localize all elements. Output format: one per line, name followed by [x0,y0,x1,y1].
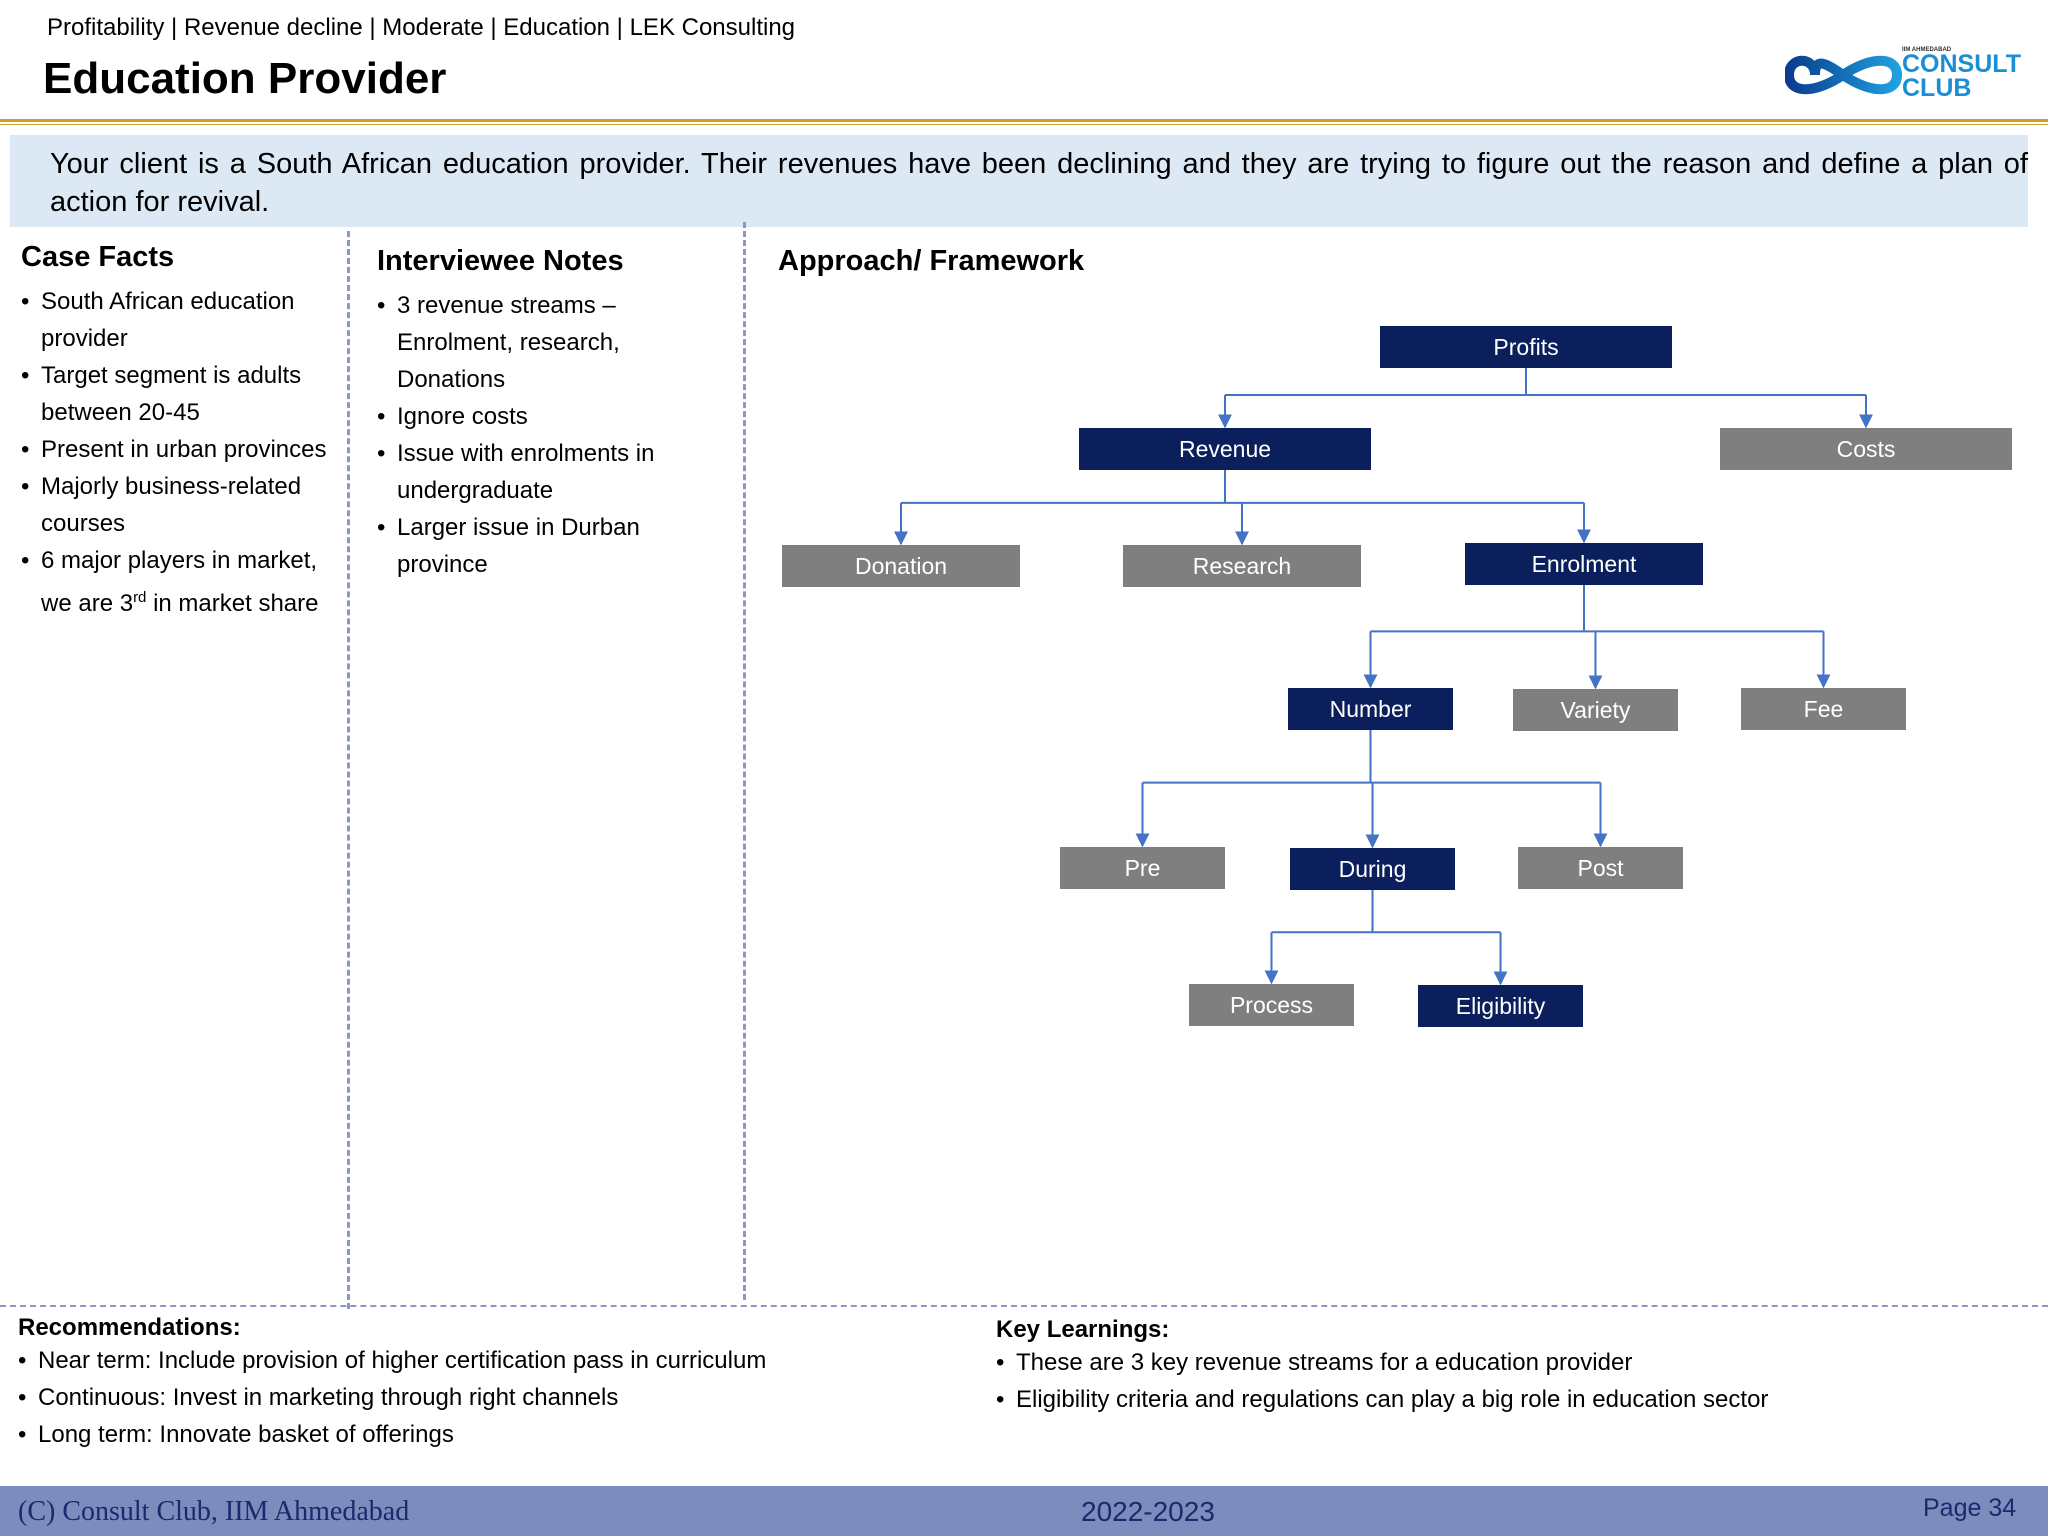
framework-node-post: Post [1518,847,1683,889]
list-item: Ignore costs [377,398,707,435]
interviewee-notes-heading: Interviewee Notes [377,245,624,277]
footer-bar [0,1486,2048,1536]
framework-node-box [1418,985,1583,1027]
framework-node-box [1518,847,1683,889]
framework-node-research: Research [1123,545,1361,587]
framework-node-label: Eligibility [1456,993,1546,1019]
case-tagline: Profitability | Revenue decline | Modera… [47,14,796,41]
framework-node-process: Process [1189,984,1354,1026]
framework-node-enrolment: Enrolment [1465,543,1703,585]
header-divider [0,119,2048,122]
framework-node-box [1513,689,1678,731]
framework-node-label: Revenue [1179,436,1271,462]
case-facts-list: South African education provider Target … [21,283,341,622]
section-divider [0,1305,2048,1307]
case-facts-heading: Case Facts [21,241,175,273]
framework-node-box [1123,545,1361,587]
ordinal-suffix: rd [133,589,147,606]
case-brief-box [10,135,2028,227]
framework-node-box [1465,543,1703,585]
page-number: Page 34 [1923,1494,2017,1522]
list-item: 3 revenue streams – Enrolment, research,… [377,287,707,398]
framework-node-box [1288,688,1453,730]
key-learnings-list: These are 3 key revenue streams for a ed… [996,1344,2036,1418]
list-item: Eligibility criteria and regulations can… [996,1381,2036,1418]
list-item: Present in urban provinces [21,431,341,468]
framework-node-box [1380,326,1672,368]
list-item-text-end: in market share [146,590,319,617]
framework-node-box [1060,847,1225,889]
logo-line2: CLUB [1902,74,1972,102]
list-item: These are 3 key revenue streams for a ed… [996,1344,2036,1381]
framework-node-donation: Donation [782,545,1020,587]
footer-year: 2022-2023 [1081,1496,1215,1527]
framework-node-costs: Costs [1720,428,2012,470]
footer-copyright: (C) Consult Club, IIM Ahmedabad [18,1496,410,1527]
framework-node-eligibility: Eligibility [1418,985,1583,1027]
framework-node-label: Post [1577,855,1624,881]
framework-node-label: Costs [1837,436,1896,462]
framework-node-label: Profits [1493,334,1558,360]
recommendations-heading: Recommendations: [18,1314,241,1341]
key-learnings-heading: Key Learnings: [996,1316,1170,1343]
list-item: South African education provider [21,283,341,357]
list-item: Long term: Innovate basket of offerings [18,1416,978,1453]
framework-node-label: Research [1193,553,1291,579]
framework-node-label: Variety [1561,697,1631,723]
framework-node-label: Enrolment [1532,551,1637,577]
logo-line1: CONSULT [1902,50,2021,78]
framework-node-label: Pre [1125,855,1161,881]
framework-node-label: Fee [1804,696,1844,722]
logo-text: CONSULT CLUB [1902,50,2021,102]
logo-small-text: IIM AHMEDABAD [1902,47,1952,53]
page-title: Education Provider [43,54,447,103]
case-brief-text: Your client is a South African education… [50,148,2028,218]
list-item: Target segment is adults between 20-45 [21,357,341,431]
framework-node-box [782,545,1020,587]
framework-node-label: Process [1230,992,1313,1018]
framework-node-label: During [1339,856,1407,882]
framework-node-label: Number [1330,696,1412,722]
framework-node-label: Donation [855,553,947,579]
framework-node-profits: Profits [1380,326,1672,368]
framework-node-pre: Pre [1060,847,1225,889]
list-item: Issue with enrolments in undergraduate [377,435,707,509]
column-divider-1 [347,231,350,1309]
framework-node-box [1720,428,2012,470]
framework-node-box [1290,848,1455,890]
recommendations-list: Near term: Include provision of higher c… [18,1342,978,1453]
framework-node-during: During [1290,848,1455,890]
list-item: Majorly business-related courses [21,468,341,542]
list-item: Larger issue in Durban province [377,509,707,583]
framework-node-number: Number [1288,688,1453,730]
framework-node-box [1741,688,1906,730]
list-item: Continuous: Invest in marketing through … [18,1379,978,1416]
framework-node-revenue: Revenue [1079,428,1371,470]
framework-heading: Approach/ Framework [778,245,1085,277]
column-divider-2 [743,222,746,1300]
framework-node-fee: Fee [1741,688,1906,730]
list-item: Near term: Include provision of higher c… [18,1342,978,1379]
interviewee-notes-list: 3 revenue streams – Enrolment, research,… [377,287,707,583]
header-divider-thin [0,124,2048,125]
framework-node-box [1189,984,1354,1026]
framework-node-variety: Variety [1513,689,1678,731]
list-item-text: 6 major players in market, we are 3 [41,547,318,617]
framework-node-box [1079,428,1371,470]
infinity-logo-icon [1785,55,1903,95]
framework-connectors [894,368,1873,986]
list-item: 6 major players in market, we are 3rd in… [21,542,341,622]
